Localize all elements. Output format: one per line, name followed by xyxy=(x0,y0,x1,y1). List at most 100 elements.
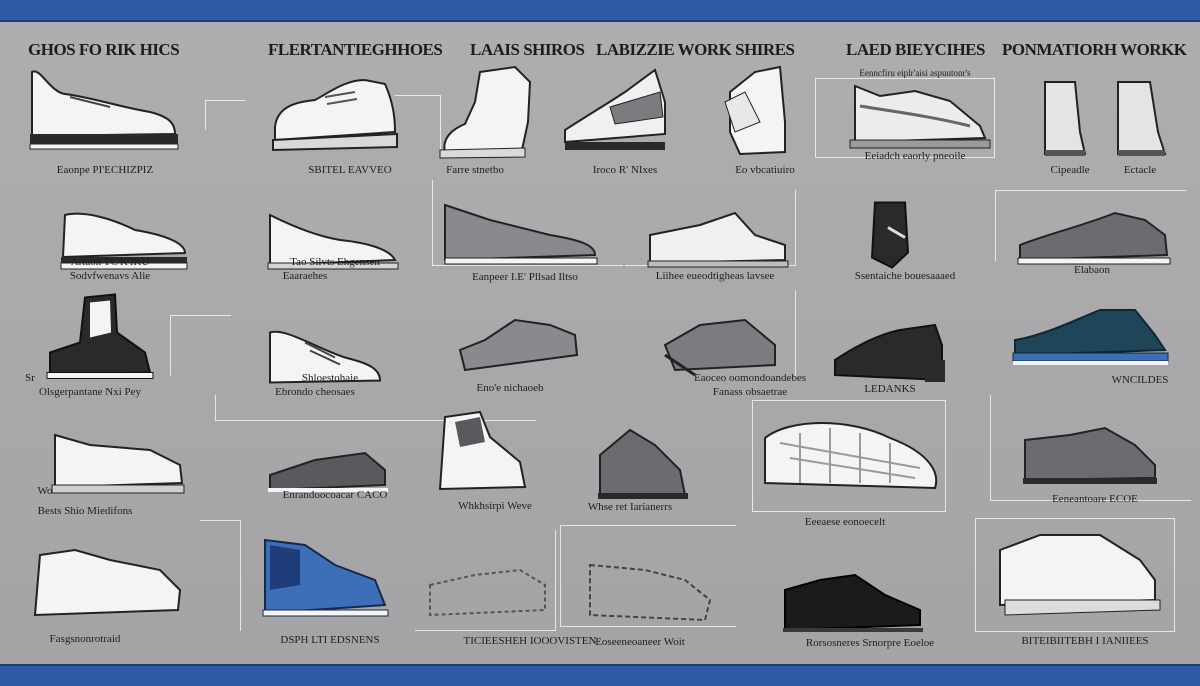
white-loafer-icon xyxy=(51,433,185,494)
shoe-label: Olsgerpantane Nxi Pey xyxy=(38,386,142,398)
shoe-label: Cipeadle xyxy=(1050,164,1090,176)
column-title-5: LAED BIEYCIHES xyxy=(846,40,985,59)
shoe-cell: Iroco R' NIxes xyxy=(555,62,745,184)
white-low-sneaker-icon xyxy=(647,211,789,268)
shoe-label: WNCILDES xyxy=(1111,374,1169,386)
white-sneaker-icon xyxy=(60,212,188,270)
shoe-sub-heading: Eenncfiru eiplr'aisi aspuutonr's xyxy=(859,68,971,78)
shoe-label: Eaonpe PI'ECHIZPIZ xyxy=(56,164,154,176)
shoe-cell: Eenncfiru eiplr'aisi aspuutonr's Eeiadch… xyxy=(820,62,1010,184)
shoe-cell: Eeeaese eonoecelt xyxy=(760,408,950,530)
connector-line xyxy=(975,518,1175,632)
shoe-cell: BITEIBIITEBH I IANIIEES xyxy=(990,525,1180,647)
shoe-label: Enrandoocoacar CACO xyxy=(282,489,388,501)
shoe-label: Liihee eueodtigheas lavsee xyxy=(655,270,775,282)
gray-loafer-icon xyxy=(444,203,598,265)
shoe-cell: Elabaon xyxy=(1005,190,1195,312)
connector-line xyxy=(200,520,241,631)
shoe-cell: Rorsosneres Srnorpre Eoeloe xyxy=(780,555,970,677)
shoe-cell: Wo Bests Shio Miedifons xyxy=(30,415,220,537)
shoe-cell: LEDANKS xyxy=(830,305,1020,427)
shoe-label: LEDANKS xyxy=(864,383,916,395)
shoe-cell: Artaon TC'K'IKU Sodvfwenavs Alie xyxy=(15,190,205,312)
shoe-label: Eo vbcatiuiro xyxy=(735,164,795,176)
white-canvas-shoe-icon xyxy=(269,330,382,384)
shoe-label: Shloestohaie xyxy=(301,372,359,384)
shoe-label: Eeneantoare ECOE xyxy=(1052,493,1138,505)
gray-loafer-icon xyxy=(268,451,388,492)
connector-line xyxy=(795,290,796,380)
white-high-top-icon xyxy=(439,65,532,159)
shoe-cell: Whse ret Iarianerrs xyxy=(588,415,780,537)
connector-line xyxy=(205,100,206,130)
shoe-label: Whkhsirpi Weve xyxy=(458,500,532,512)
column-title-2: FLERTANTIEGHHOES xyxy=(268,40,443,59)
shoe-cell: Eno'e nichaoeb xyxy=(445,300,635,422)
shoe-cell: TICIEESHEH IOOOVISTEN xyxy=(425,545,615,667)
shoe-cell: Farre stnetbo xyxy=(430,62,620,184)
shoe-label: Iroco R' NIxes xyxy=(592,164,658,176)
gray-boat-shoe-icon xyxy=(1017,211,1171,265)
shoe-label: Eaaraehes xyxy=(282,270,328,282)
shoe-label: Sodvfwenavs Alie xyxy=(69,270,151,282)
black-ankle-boot-icon xyxy=(870,201,910,269)
bottom-blue-band xyxy=(0,664,1200,686)
shoe-cell: Eaoceo oomondoandebes Fanass obsaetrae xyxy=(655,300,845,422)
shoe-label: Farre stnetbo xyxy=(446,164,504,176)
gray-sketch-shoe-icon xyxy=(429,568,546,617)
gray-boot-pair-icon xyxy=(1044,81,1167,156)
connector-line xyxy=(170,315,231,376)
gray-sketch-loafer-icon xyxy=(589,563,712,622)
connector-line xyxy=(990,395,1191,501)
column-title-6: PONMATIORH WORKK xyxy=(1002,40,1187,59)
shoe-cell: Sr Olsgerpantane Nxi Pey xyxy=(25,290,215,412)
shoe-label: Bests Shio Miedifons xyxy=(37,505,133,517)
white-chunky-sneaker-icon xyxy=(999,534,1161,616)
connector-line xyxy=(395,95,441,156)
shoe-label: Whse ret Iarianerrs xyxy=(587,501,673,513)
shoe-label: BITEIBIITEBH I IANIIEES xyxy=(1021,635,1149,647)
shoe-label: Ssentaiche bouesaaaed xyxy=(854,270,956,282)
shoe-label: DSPH LTI EDSNENS xyxy=(280,634,380,646)
gray-derby-shoe-icon xyxy=(1023,426,1157,484)
shoe-label: Eanpeer I.E' Pllsad Iltso xyxy=(472,271,578,283)
connector-line xyxy=(415,530,556,631)
shoe-cell: Whkhsirpi Weve xyxy=(430,402,620,524)
connector-line xyxy=(560,525,736,627)
black-heeled-shoe-icon xyxy=(834,323,945,382)
shoe-cell: Ssentaiche bouesaaaed xyxy=(810,185,1000,307)
shoe-label: Wo xyxy=(37,485,53,497)
connector-line xyxy=(815,78,995,158)
shoe-label: Elabaon xyxy=(1073,264,1111,276)
white-sole-tread-icon xyxy=(764,422,938,490)
blue-sneaker-icon xyxy=(262,538,389,617)
shoe-cell: Fasgsnonrotraid xyxy=(30,535,220,657)
white-golf-shoe-icon xyxy=(29,70,179,150)
shoe-label: Eeeaese eonoecelt xyxy=(804,516,886,528)
white-slip-on-icon xyxy=(267,213,399,270)
column-title-4: LABIZZIE WORK SHIRES xyxy=(596,40,795,59)
white-sneaker-icon xyxy=(272,78,398,152)
teal-running-shoe-icon xyxy=(1012,309,1169,365)
gray-sports-sandal-icon xyxy=(564,68,666,150)
shoe-cell: Liihee eueodtigheas lavsee xyxy=(620,190,810,312)
black-chelsea-boot-icon xyxy=(46,293,154,379)
gray-sandal-icon xyxy=(663,318,776,377)
connector-line xyxy=(432,180,623,266)
shoe-cell: Eeneantoare ECOE xyxy=(1010,405,1200,527)
shoe-label: Eeiadch eaorly pneoile xyxy=(864,150,966,162)
column-title-3: LAAIS SHIROS xyxy=(470,40,585,59)
shoe-cell: Tao Silvts Ehgensen Eaaraehes xyxy=(250,190,440,312)
connector-line xyxy=(215,395,536,421)
shoe-cell: Shloestohaie Ebrondo cheosaes xyxy=(255,310,445,432)
white-boot-icon xyxy=(724,65,786,156)
shoe-label: Eaoceo oomondoandebes xyxy=(693,372,807,384)
connector-line xyxy=(205,100,245,101)
white-gray-high-top-icon xyxy=(438,410,527,491)
black-oxford-shoe-icon xyxy=(783,573,923,632)
shoe-cell: Enrandoocoacar CACO xyxy=(255,425,445,547)
top-blue-band xyxy=(0,0,1200,22)
shoe-label: Eoseeneoaneer Woit xyxy=(595,636,685,648)
shoe-cell: Eoseeneoaneer Woit xyxy=(585,540,775,662)
white-loafer-sketch-icon xyxy=(33,548,182,617)
